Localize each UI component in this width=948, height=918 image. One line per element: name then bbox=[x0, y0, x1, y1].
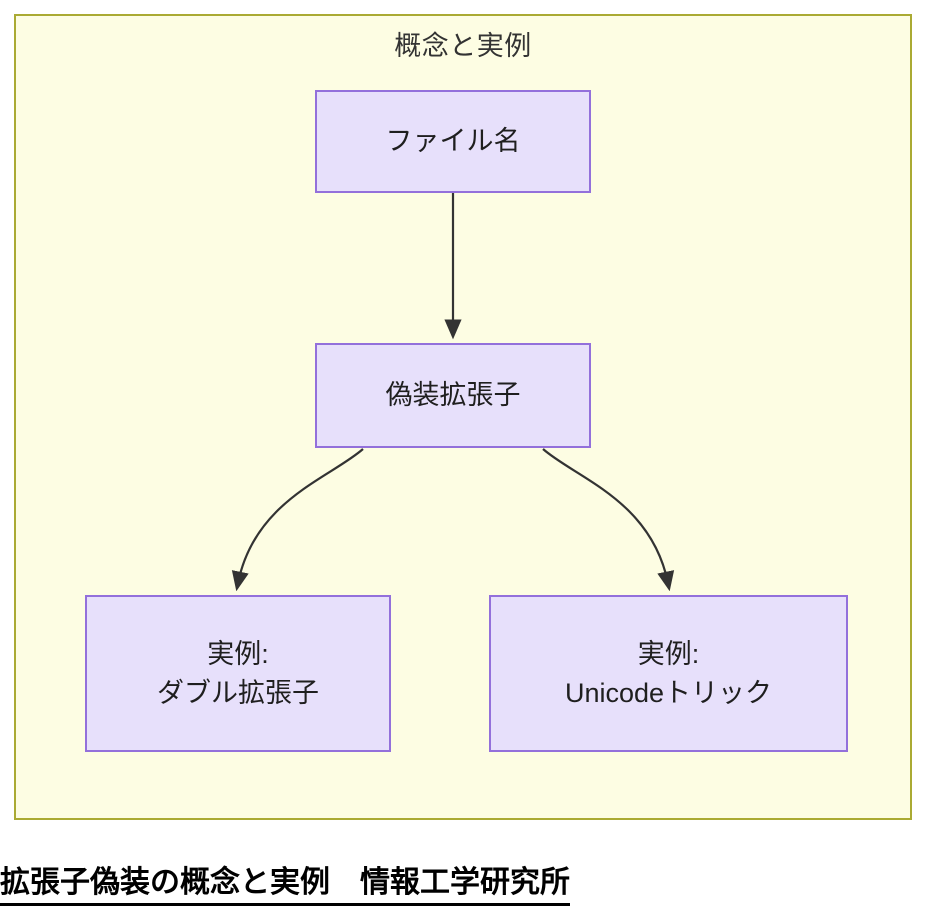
node-fake-ext[interactable]: 偽装拡張子 bbox=[315, 343, 591, 448]
node-unicode-line-2: Unicodeトリック bbox=[564, 677, 773, 708]
node-double-ext-line-2: ダブル拡張子 bbox=[157, 677, 319, 708]
node-filename-line-1: ファイル名 bbox=[385, 126, 521, 157]
node-double-ext-line-1: 実例: bbox=[207, 639, 269, 670]
diagram-title: 概念と実例 bbox=[394, 31, 532, 61]
node-filename[interactable]: ファイル名 bbox=[315, 90, 591, 193]
node-double-ext[interactable]: 実例: ダブル拡張子 bbox=[85, 595, 391, 752]
figure-caption: 拡張子偽装の概念と実例 情報工学研究所 bbox=[0, 866, 570, 906]
node-unicode-line-1: 実例: bbox=[637, 639, 700, 670]
node-fake-ext-line-1: 偽装拡張子 bbox=[385, 380, 521, 411]
node-unicode[interactable]: 実例: Unicodeトリック bbox=[489, 595, 848, 752]
